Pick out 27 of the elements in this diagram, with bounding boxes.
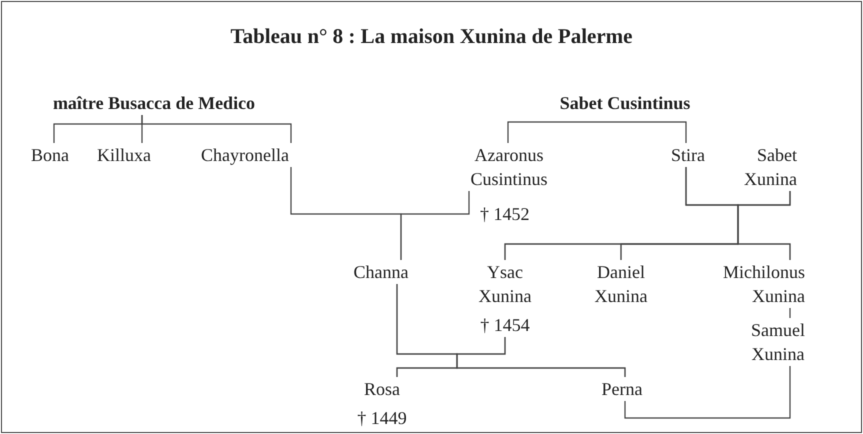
family-line — [597, 121, 687, 143]
family-line — [737, 191, 791, 260]
family-line — [456, 337, 626, 377]
family-line — [789, 307, 791, 318]
diagram-title: Tableau n° 8 : La maison Xunina de Palerme — [230, 24, 632, 49]
person-name: Perna — [602, 377, 642, 401]
person-name: Sabet Cusintinus — [560, 91, 690, 122]
person-name: Samuel Xunina — [751, 318, 805, 366]
person-name: Sabet Xunina — [744, 143, 797, 191]
family-line — [141, 115, 292, 143]
family-line — [507, 121, 597, 143]
death-date: † 1454 — [479, 314, 531, 337]
person-name: Channa — [354, 260, 408, 284]
person-name: Chayronella — [201, 143, 289, 167]
death-date: † 1452 — [480, 203, 530, 226]
person-name: Michilonus Xunina — [722, 260, 805, 308]
person-name: Daniel Xunina — [594, 260, 648, 308]
person-name: Ysac Xunina — [478, 261, 532, 308]
person-name: Azaronus Cusintinus — [470, 143, 548, 191]
person-name: maître Busacca de Medico — [52, 91, 256, 115]
family-line — [400, 191, 470, 260]
person-name: Killuxa — [97, 143, 151, 167]
person-name: Bona — [31, 143, 69, 167]
death-date: † 1449 — [357, 407, 407, 430]
person-name: Stira — [671, 143, 705, 167]
family-line — [624, 366, 791, 419]
person-name: Rosa — [364, 378, 400, 401]
